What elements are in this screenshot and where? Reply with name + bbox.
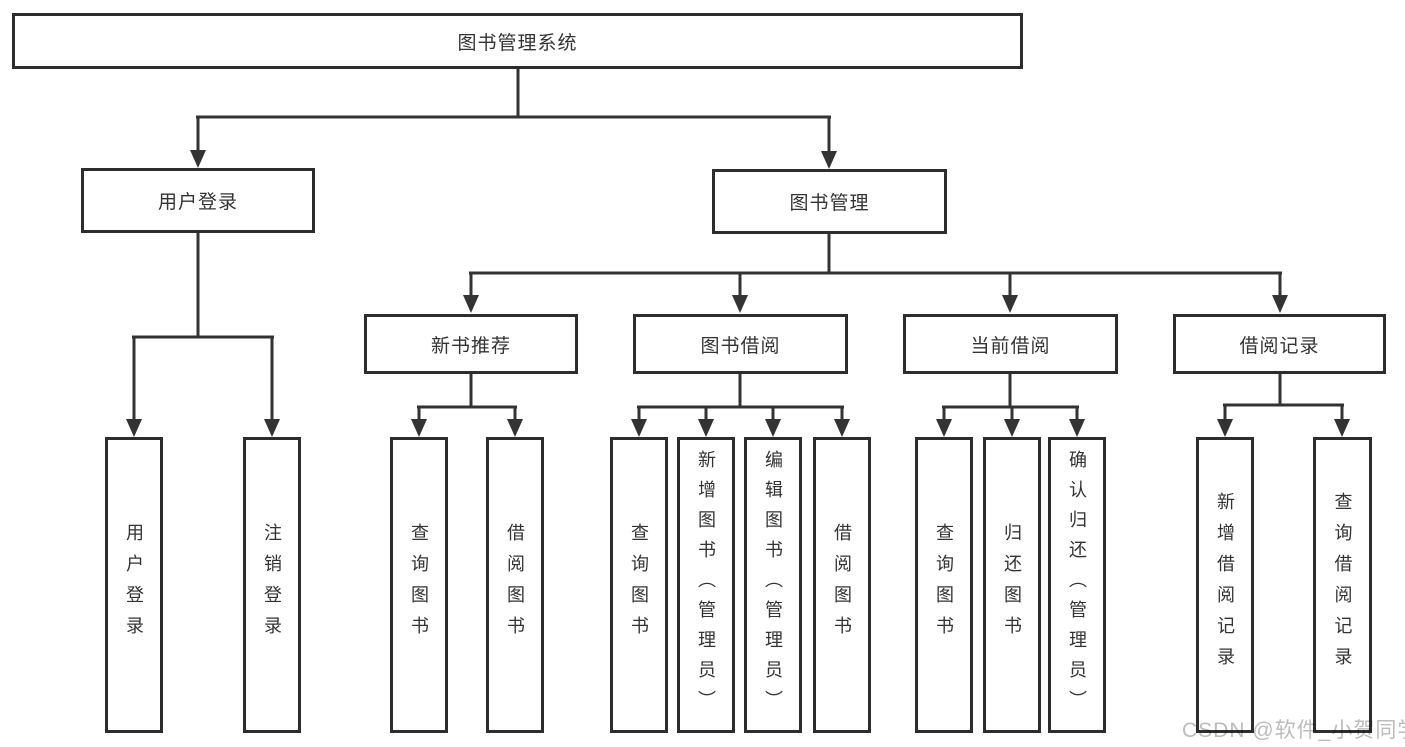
connector-root-to-level2	[190, 69, 837, 169]
leaf-user-login-label: 用户登录	[124, 523, 144, 647]
node-root-system: 图书管理系统	[12, 13, 1023, 69]
leaf-edit-book-admin: 编辑图书（管理员）	[744, 437, 802, 733]
node-current-borrow: 当前借阅	[903, 314, 1118, 374]
node-book-borrow-label: 图书借阅	[700, 335, 781, 357]
node-current-borrow-label: 当前借阅	[970, 335, 1051, 357]
node-new-book-recommend: 新书推荐	[364, 314, 578, 374]
leaf-edit-book-admin-label: 编辑图书（管理员）	[763, 450, 783, 720]
connector-bookborrow-branch	[631, 373, 850, 437]
leaf-confirm-return-admin-label: 确认归还（管理员）	[1067, 450, 1087, 720]
leaf-return-book-label: 归还图书	[1002, 523, 1022, 647]
leaf-user-login: 用户登录	[105, 437, 163, 733]
leaf-add-borrow-record: 新增借阅记录	[1196, 437, 1254, 733]
leaf-borrow-book-recommend-label: 借阅图书	[505, 523, 525, 647]
node-borrow-record-label: 借阅记录	[1239, 335, 1320, 357]
node-root-system-label: 图书管理系统	[457, 32, 578, 54]
node-user-login: 用户登录	[81, 168, 315, 233]
connector-userlogin-branch	[126, 232, 280, 437]
csdn-watermark: CSDN @软件_小贺同学	[1182, 719, 1405, 742]
connector-borrowrecord-branch	[1217, 373, 1350, 437]
connector-newbook-branch	[411, 373, 523, 437]
connector-bookmgmt-to-level3	[463, 233, 1288, 313]
leaf-logout-label: 注销登录	[262, 523, 282, 647]
connector-currentborrow-branch	[936, 373, 1085, 437]
leaf-query-book-current: 查询图书	[915, 437, 973, 733]
leaf-query-book-current-label: 查询图书	[934, 523, 954, 647]
leaf-add-borrow-record-label: 新增借阅记录	[1215, 492, 1235, 678]
leaf-add-book-admin: 新增图书（管理员）	[677, 437, 735, 733]
node-user-login-label: 用户登录	[157, 192, 238, 213]
leaf-query-book-recommend: 查询图书	[390, 437, 448, 733]
leaf-query-book-recommend-label: 查询图书	[409, 523, 429, 647]
node-book-management-label: 图书管理	[789, 193, 870, 214]
leaf-return-book: 归还图书	[983, 437, 1041, 733]
node-book-borrow: 图书借阅	[633, 314, 848, 374]
leaf-query-book-borrow-label: 查询图书	[629, 523, 649, 647]
leaf-borrow-book-label: 借阅图书	[832, 523, 852, 647]
leaf-confirm-return-admin: 确认归还（管理员）	[1048, 437, 1106, 733]
leaf-logout: 注销登录	[243, 437, 301, 733]
leaf-query-book-borrow: 查询图书	[610, 437, 668, 733]
node-borrow-record: 借阅记录	[1173, 314, 1386, 374]
leaf-query-borrow-record-label: 查询借阅记录	[1332, 492, 1353, 678]
leaf-query-borrow-record: 查询借阅记录	[1313, 437, 1372, 733]
node-new-book-recommend-label: 新书推荐	[430, 335, 511, 357]
node-book-management: 图书管理	[712, 169, 947, 234]
leaf-add-book-admin-label: 新增图书（管理员）	[696, 450, 716, 720]
leaf-borrow-book-recommend: 借阅图书	[486, 437, 544, 733]
leaf-borrow-book: 借阅图书	[813, 437, 871, 733]
